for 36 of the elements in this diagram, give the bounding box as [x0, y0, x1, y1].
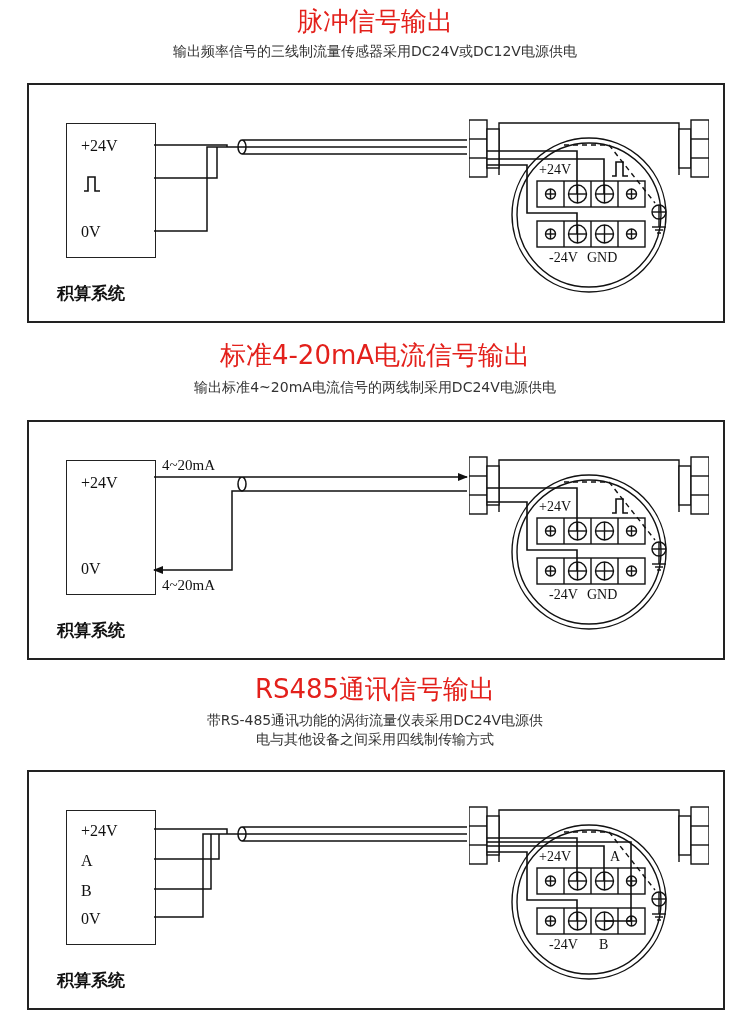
wiring-panel [27, 83, 725, 323]
terminal-label: B [599, 938, 609, 952]
terminal-label: +24V [539, 500, 571, 514]
wiring-panel [27, 420, 725, 660]
integrator-box [66, 810, 156, 945]
terminal-label: +24V [81, 138, 118, 154]
edge-label: 4~20mA [161, 458, 217, 473]
terminal-label: 0V [81, 561, 101, 577]
terminal-label: 0V [81, 911, 101, 927]
integrator-box [66, 123, 156, 258]
terminal-label: +24V [81, 823, 118, 839]
section-heading: 标准4-20mA电流信号输出 [219, 339, 531, 372]
section-subtitle: 输出频率信号的三线制流量传感器采用DC24V或DC12V电源供电 [173, 42, 577, 61]
terminal-label: GND [587, 251, 618, 265]
terminal-label: A [610, 850, 621, 864]
terminal-label: +24V [539, 163, 571, 177]
terminal-label: -24V [549, 938, 578, 952]
terminal-label: +24V [539, 850, 571, 864]
section-heading: 脉冲信号输出 [297, 5, 453, 38]
section-subtitle: 带RS-485通讯功能的涡街流量仪表采用DC24V电源供电与其他设备之间采用四线制传输方式 [205, 711, 545, 749]
system-caption: 积算系统 [57, 622, 125, 639]
terminal-label: A [81, 853, 93, 869]
terminal-label: GND [587, 588, 618, 602]
terminal-label: B [81, 883, 92, 899]
system-caption: 积算系统 [57, 285, 125, 302]
cable-wire [153, 490, 468, 574]
system-caption: 积算系统 [57, 972, 125, 989]
edge-label: 4~20mA [161, 578, 217, 593]
terminal-label: -24V [549, 251, 578, 265]
terminal-label: 0V [81, 224, 101, 240]
section-subtitle: 输出标准4~20mA电流信号的两线制采用DC24V电源供电 [194, 378, 556, 397]
terminal-label: -24V [549, 588, 578, 602]
integrator-box [66, 460, 156, 595]
wiring-panel [27, 770, 725, 1010]
terminal-label: +24V [81, 475, 118, 491]
section-heading: RS485通讯信号输出 [254, 673, 496, 706]
